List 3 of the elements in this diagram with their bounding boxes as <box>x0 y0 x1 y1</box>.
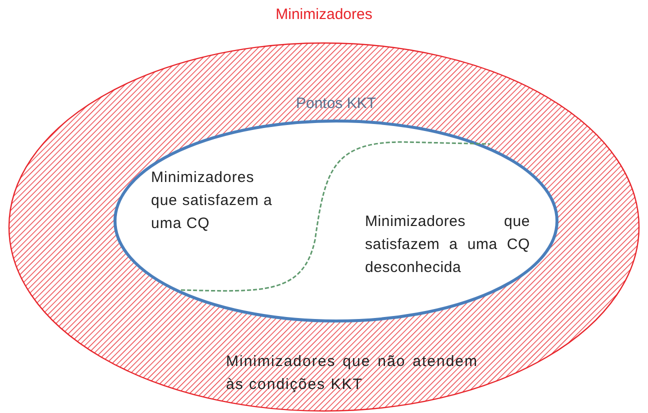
set-title: Minimizadores <box>274 5 374 25</box>
region-label: Minimizadores que satisfazem a uma CQ <box>151 168 274 234</box>
region-label: Minimizadores que satisfazem a uma CQ desconhecida <box>365 212 530 278</box>
